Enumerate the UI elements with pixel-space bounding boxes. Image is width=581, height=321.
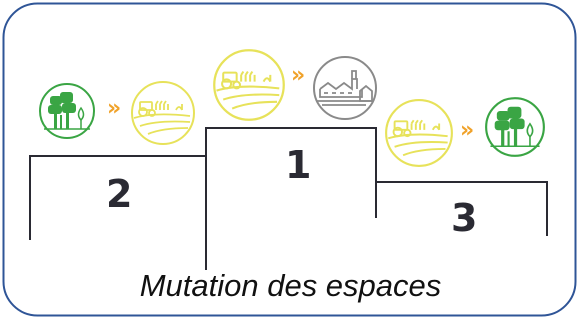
transition-arrow-third: » (460, 118, 474, 143)
factory-icon (313, 56, 377, 120)
forest-icon (485, 97, 545, 157)
podium-rank-third: 3 (451, 196, 478, 240)
transition-arrow-first: » (291, 63, 305, 88)
podium-rank-second: 2 (106, 172, 133, 216)
farmland-icon (131, 81, 195, 145)
forest-icon (39, 83, 95, 139)
frame (2, 2, 577, 317)
farmland-icon (213, 49, 285, 121)
farmland-icon (385, 99, 453, 167)
transition-arrow-second: » (107, 96, 121, 121)
caption: Mutation des espaces (139, 268, 442, 303)
podium-rank-first: 1 (285, 143, 312, 187)
